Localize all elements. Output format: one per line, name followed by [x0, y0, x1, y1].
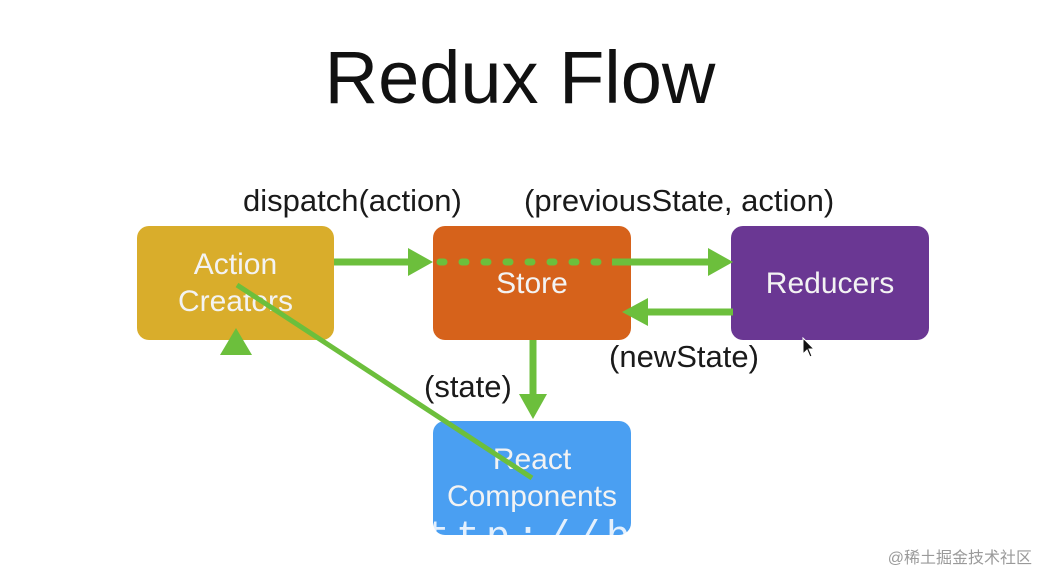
dispatch-label: dispatch(action) — [243, 183, 462, 218]
reducers-node: Reducers — [731, 226, 929, 340]
mouse-cursor-icon — [802, 337, 816, 358]
url-overlay-text: ttp://blog.c — [426, 516, 787, 561]
action-creators-node: Action Creators — [137, 226, 334, 340]
arrow-to-reducers-head — [708, 248, 733, 276]
reducer-args-label: (previousState, action) — [524, 183, 835, 218]
watermark: @稀土掘金技术社区 — [887, 550, 1032, 567]
diagram-title: Redux Flow — [324, 36, 716, 119]
store-label: Store — [496, 266, 568, 300]
state-label: (state) — [424, 369, 512, 404]
arrow-state-head — [519, 394, 547, 419]
new-state-label: (newState) — [609, 339, 759, 374]
action-creators-line2: Creators — [177, 285, 294, 318]
store-node: Store — [433, 226, 631, 340]
arrow-dispatch-head — [408, 248, 433, 276]
react-components-line2: Components — [446, 480, 618, 513]
action-creators-line1: Action — [193, 248, 278, 281]
react-components-line1: React — [492, 443, 572, 476]
reducers-label: Reducers — [765, 266, 895, 300]
